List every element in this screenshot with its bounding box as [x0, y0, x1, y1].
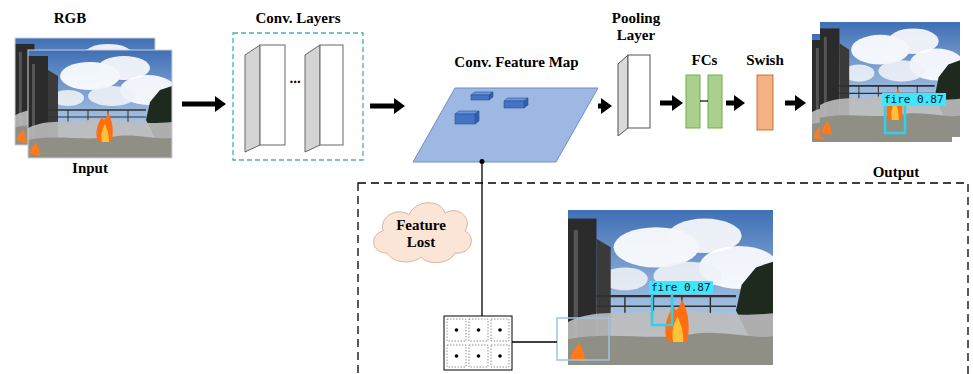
connector — [785, 95, 806, 111]
connector-line — [660, 101, 673, 106]
detail-region — [358, 183, 968, 374]
pooling-slab — [618, 55, 650, 136]
conv-layers-box — [233, 33, 363, 160]
swish-bar — [757, 75, 773, 130]
swish-label-slot: Swish — [741, 52, 789, 69]
detection-box — [652, 290, 672, 325]
connector-line — [370, 104, 395, 109]
input-image-front — [28, 50, 176, 158]
output-image-front — [820, 22, 964, 137]
fc-bar — [686, 75, 700, 128]
cloud-label: Feature Lost — [385, 217, 457, 251]
ellipsis: ... — [282, 70, 308, 87]
input-label: Input — [50, 160, 130, 177]
pooling-label: Pooling Layer — [608, 10, 664, 44]
connector-line — [726, 101, 735, 106]
detail-image — [568, 210, 779, 365]
pooling-grid — [444, 316, 512, 370]
feature-lost-cloud: Feature Lost — [365, 193, 477, 269]
connector-line — [482, 164, 557, 342]
conv-layers-label: Conv. Layers — [233, 10, 363, 27]
fc-label-slot: FCs — [679, 52, 730, 69]
conv-layers-label-slot: Conv. Layers — [233, 10, 363, 27]
receptive-field-box — [557, 318, 609, 360]
feature-map: Conv. Feature Map — [405, 52, 598, 164]
channel-label: RGB — [35, 10, 105, 27]
arrow-head — [215, 96, 226, 112]
ellipsis-slot: ... — [282, 70, 308, 87]
input-images: RGB Input — [10, 8, 182, 188]
swish-activation: Swish — [745, 52, 785, 132]
fc-label: FCs — [679, 52, 730, 69]
detection-label-slot: fire 0.87 — [882, 89, 946, 107]
detection-box — [885, 103, 905, 133]
conv-layer-slab — [245, 45, 285, 152]
connector-line — [182, 102, 216, 107]
connector — [726, 95, 745, 111]
connector — [482, 164, 557, 342]
fc-layers: FCs — [683, 52, 726, 130]
arrow-head — [394, 98, 405, 114]
image-border — [28, 50, 172, 158]
input-label-slot: Input — [50, 160, 130, 177]
pooling-label-slot: Pooling Layer — [608, 10, 664, 44]
cloud-label-slot: Feature Lost — [385, 217, 457, 251]
fc-bar — [708, 75, 722, 128]
detection-label: fire 0.87 — [649, 281, 713, 294]
output-images: fire 0.87Output — [806, 14, 965, 188]
arrow-head — [795, 95, 806, 111]
fc-link — [700, 100, 708, 101]
output-label-slot: Output — [856, 164, 936, 181]
arrow-head — [601, 98, 612, 114]
detection-label-slot: fire 0.87 — [649, 277, 713, 295]
swish-label: Swish — [741, 52, 789, 69]
detection-label: fire 0.87 — [882, 93, 946, 106]
feature-map-label: Conv. Feature Map — [435, 54, 598, 71]
connector-line — [785, 101, 796, 106]
connector — [660, 95, 683, 111]
channel-label-slot: RGB — [35, 10, 105, 27]
feature-map-label-slot: Conv. Feature Map — [435, 54, 598, 71]
arrow-head — [734, 95, 745, 111]
output-label: Output — [856, 164, 936, 181]
connector — [182, 96, 226, 112]
conv-layers-group: Conv. Layers... — [226, 8, 370, 163]
connector — [598, 98, 612, 114]
pooling-layer: Pooling Layer — [612, 8, 660, 138]
conv-layer-slab — [305, 45, 343, 152]
detail-image-node: fire 0.87 — [557, 210, 775, 366]
connector — [370, 98, 405, 114]
arrow-head — [672, 95, 683, 111]
